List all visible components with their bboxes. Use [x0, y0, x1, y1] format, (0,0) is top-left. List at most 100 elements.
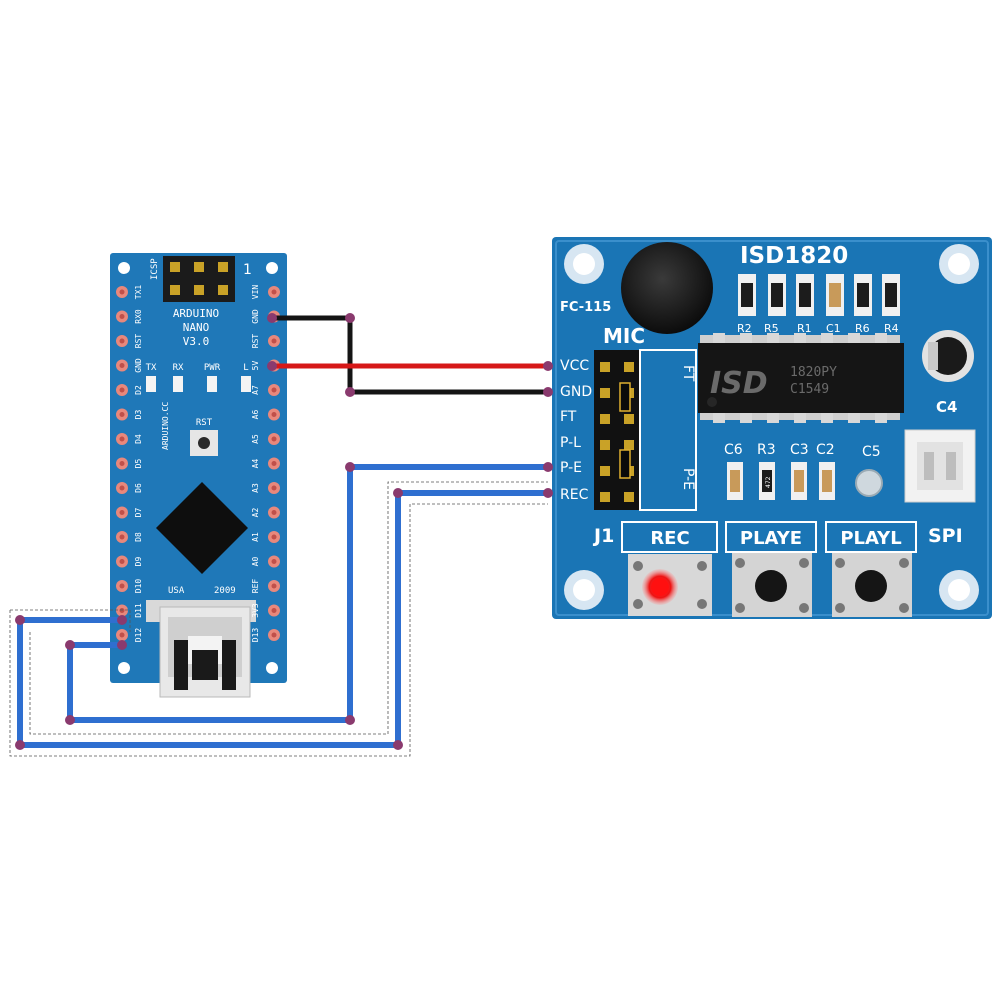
arduino-nano-board: ICSP 1 ARDUINO NANO V3.0 TX RX PWR L ARD… — [110, 253, 287, 698]
chip-brand: ISD — [710, 366, 768, 401]
playl-button-label: PLAYL — [840, 528, 901, 549]
led-rx — [173, 376, 183, 392]
pin-hole — [271, 387, 277, 393]
reset-button-cap — [198, 437, 210, 449]
node — [543, 488, 553, 498]
header-pin — [600, 440, 610, 450]
pin1-mark: 1 — [243, 262, 252, 278]
label-c2: C2 — [816, 442, 835, 458]
status-leds: TX RX PWR L — [146, 363, 251, 392]
pin-hole — [119, 534, 125, 540]
playe-button[interactable] — [755, 570, 787, 602]
top-smd-components — [738, 274, 900, 316]
spi-label: SPI — [928, 525, 963, 547]
nano-pin-label: RST — [251, 334, 260, 349]
label-c3: C3 — [790, 442, 809, 458]
led-label-l: L — [243, 363, 248, 373]
microphone — [621, 242, 713, 334]
nano-title-2: NANO — [183, 321, 210, 334]
model-label: FC-115 — [560, 300, 611, 315]
module-title: ISD1820 — [740, 243, 848, 269]
pin-hole — [271, 510, 277, 515]
node — [65, 640, 75, 650]
led-l — [241, 376, 251, 392]
pin-hole — [271, 583, 277, 589]
usb-connector — [146, 600, 256, 698]
label-r4: R4 — [884, 322, 899, 335]
pin-hole — [271, 461, 277, 466]
pin-hole — [119, 485, 125, 491]
pin-hole — [271, 436, 277, 442]
pin-hole — [119, 338, 125, 344]
nano-pin-label: A3 — [251, 483, 260, 493]
pin-hole — [271, 485, 277, 491]
chip-part-2: C1549 — [790, 382, 829, 397]
pin-hole — [119, 363, 125, 368]
nano-pin-label: TX1 — [134, 285, 143, 300]
node — [345, 715, 355, 725]
led-label-pwr: PWR — [204, 363, 221, 373]
node — [15, 740, 25, 750]
pin-hole — [271, 608, 277, 613]
isd1820-chip: ISD 1820PY C1549 — [698, 333, 904, 423]
smd-marking-r3: 472 — [765, 476, 772, 488]
capacitor-c4 — [922, 330, 974, 382]
nano-pin-label: 3V3 — [251, 603, 260, 618]
nano-pin-label: A4 — [251, 459, 260, 469]
mounting-hole — [118, 662, 130, 674]
jumper-label-ft: FT — [680, 365, 696, 382]
icsp-header: ICSP 1 — [150, 256, 252, 302]
playe-button-label: PLAYE — [740, 528, 802, 549]
nano-pin-label: D3 — [134, 410, 143, 420]
smd-body — [741, 283, 753, 307]
nano-pin-label: D9 — [134, 557, 143, 567]
smd-body — [885, 283, 897, 307]
label-r1: R1 — [797, 322, 812, 335]
label-c5: C5 — [862, 444, 881, 460]
pin-hole — [119, 412, 125, 417]
speaker-connector — [904, 429, 976, 503]
rec-button-label: REC — [650, 528, 689, 549]
top-component-labels: R2 R5 R1 C1 R6 R4 — [737, 322, 899, 335]
smd-body — [771, 283, 783, 307]
power-wires — [272, 315, 548, 395]
pin-hole — [271, 412, 277, 417]
node — [117, 640, 127, 650]
nano-pin-label: RST — [134, 334, 143, 349]
pin-hole — [119, 461, 125, 466]
header-pin — [624, 440, 634, 450]
smd-body — [799, 283, 811, 307]
pin-hole — [119, 559, 125, 564]
playl-button[interactable] — [855, 570, 887, 602]
usa-label: USA — [168, 586, 185, 596]
led-tx — [146, 376, 156, 392]
brand-label: ARDUINO.CC — [161, 402, 170, 450]
pin-hole — [271, 534, 277, 540]
pin-hole — [271, 289, 277, 295]
nano-pin-label: D8 — [134, 532, 143, 542]
node — [117, 615, 127, 625]
header-pin — [600, 362, 610, 372]
jumper-pe[interactable] — [619, 449, 631, 479]
pin-hole — [119, 583, 125, 589]
pin-hole — [271, 559, 277, 564]
nano-pin-label: D10 — [134, 579, 143, 594]
node — [345, 387, 355, 397]
module-pin-p-l: P-L — [560, 435, 581, 451]
nano-pin-label: GND — [134, 358, 143, 373]
nano-pin-label: D5 — [134, 459, 143, 469]
pin-hole — [119, 436, 125, 442]
module-pin-gnd: GND — [560, 384, 592, 400]
mounting-hole — [118, 262, 130, 274]
smd-body — [857, 283, 869, 307]
microcontroller-chip — [156, 482, 248, 574]
label-c6: C6 — [724, 442, 743, 458]
wire-gnd — [272, 315, 548, 395]
node — [267, 313, 277, 323]
jumper-ft[interactable] — [619, 382, 631, 412]
j1-label: J1 — [592, 525, 614, 547]
smd-body — [829, 283, 841, 307]
pin-hole — [119, 608, 125, 613]
